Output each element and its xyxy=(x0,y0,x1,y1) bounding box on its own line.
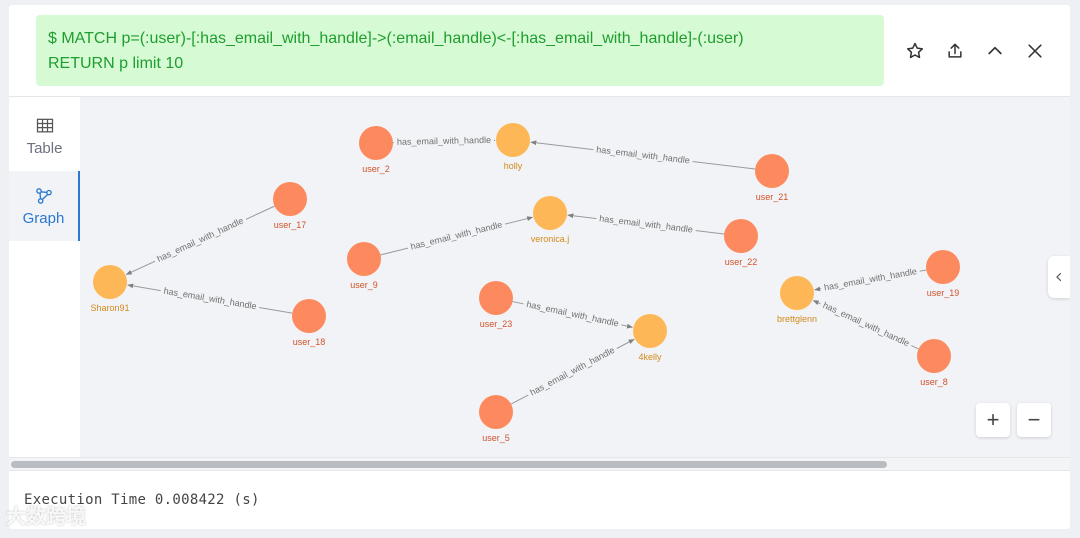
graph-node-user-5[interactable] xyxy=(479,395,513,429)
edge-label-bg xyxy=(525,343,620,400)
edge-label: has_email_with_handle xyxy=(397,135,491,147)
node-label: user_5 xyxy=(482,433,510,443)
graph-node-user-8[interactable] xyxy=(917,339,951,373)
graph-node-user-18[interactable] xyxy=(292,299,326,333)
view-sidebar: Table Graph xyxy=(9,97,80,457)
table-icon xyxy=(36,118,53,132)
edge-label: has_email_with_handle xyxy=(528,345,616,398)
tab-table[interactable]: Table xyxy=(9,101,80,171)
edge-label: has_email_with_handle xyxy=(596,144,691,165)
edge-label-bg xyxy=(159,284,261,313)
graph-node-4kelly[interactable] xyxy=(633,314,667,348)
graph-svg[interactable]: has_email_with_handle has_email_with_hand… xyxy=(80,97,1070,457)
chevron-left-icon xyxy=(1056,272,1062,282)
node-label: user_9 xyxy=(350,280,378,290)
divider xyxy=(9,96,1070,97)
edge-label: has_email_with_handle xyxy=(526,299,620,328)
result-actions xyxy=(901,37,1048,64)
edge-label-bg xyxy=(406,218,507,253)
graph-node-user-17[interactable] xyxy=(273,182,307,216)
edge-label: has_email_with_handle xyxy=(155,215,245,263)
scrollbar-thumb[interactable] xyxy=(11,461,887,468)
graph-node-user-19[interactable] xyxy=(926,250,960,284)
query-line-1: $ MATCH p=(:user)-[:has_email_with_handl… xyxy=(48,30,744,47)
edge-label-bg xyxy=(592,143,694,167)
graph-node-user-23[interactable] xyxy=(479,281,513,315)
export-icon[interactable] xyxy=(941,37,968,64)
zoom-in-button[interactable]: + xyxy=(976,403,1010,437)
execution-time: Execution Time 0.008422 (s) xyxy=(24,492,260,508)
edge-label-bg xyxy=(818,298,914,351)
graph-node-user-9[interactable] xyxy=(347,242,381,276)
edge-label: has_email_with_handle xyxy=(599,213,694,234)
graph-node-brettglenn[interactable] xyxy=(780,276,814,310)
edge-label-bg xyxy=(522,298,623,330)
close-icon[interactable] xyxy=(1021,37,1048,64)
node-label: veronica.j xyxy=(531,234,570,244)
edge-label-bg xyxy=(820,265,921,294)
node-label: user_21 xyxy=(756,192,789,202)
graph-canvas[interactable]: has_email_with_handle has_email_with_hand… xyxy=(80,97,1070,457)
edge-label-bg xyxy=(595,212,697,236)
node-label: 4kelly xyxy=(638,352,662,362)
edge-label: has_email_with_handle xyxy=(823,266,917,292)
graph-node-user-22[interactable] xyxy=(724,219,758,253)
query-editor[interactable]: $ MATCH p=(:user)-[:has_email_with_handl… xyxy=(36,15,884,86)
graph-node-holly[interactable] xyxy=(496,123,530,157)
graph-icon xyxy=(35,187,52,204)
node-label: user_23 xyxy=(480,319,513,329)
chevron-up-icon[interactable] xyxy=(981,37,1008,64)
node-label: user_18 xyxy=(293,337,326,347)
graph-node-sharon91[interactable] xyxy=(93,265,127,299)
graph-node-user-21[interactable] xyxy=(755,154,789,188)
node-label: user_8 xyxy=(920,377,948,387)
query-result-card: $ MATCH p=(:user)-[:has_email_with_handl… xyxy=(9,5,1070,529)
node-label: user_2 xyxy=(362,164,390,174)
edge-label: has_email_with_handle xyxy=(821,300,911,348)
edge-label: has_email_with_handle xyxy=(410,219,504,251)
node-label: Sharon91 xyxy=(90,303,129,313)
node-label: user_19 xyxy=(927,288,960,298)
tab-graph[interactable]: Graph xyxy=(9,171,80,241)
edge-label-bg xyxy=(393,134,495,148)
star-icon[interactable] xyxy=(901,37,928,64)
node-label: brettglenn xyxy=(777,314,817,324)
horizontal-scrollbar[interactable] xyxy=(9,457,1070,471)
tab-table-label: Table xyxy=(26,139,63,157)
graph-node-veronica-j[interactable] xyxy=(533,196,567,230)
query-line-2: RETURN p limit 10 xyxy=(48,55,184,72)
tab-graph-label: Graph xyxy=(22,209,65,227)
graph-node-user-2[interactable] xyxy=(359,126,393,160)
panel-collapse-button[interactable] xyxy=(1048,256,1070,298)
edge-label-bg xyxy=(152,213,248,266)
zoom-out-button[interactable]: − xyxy=(1017,403,1051,437)
watermark: 大数跨境 xyxy=(6,504,86,528)
node-label: user_17 xyxy=(274,220,307,230)
node-label: user_22 xyxy=(725,257,758,267)
node-label: holly xyxy=(504,161,523,171)
